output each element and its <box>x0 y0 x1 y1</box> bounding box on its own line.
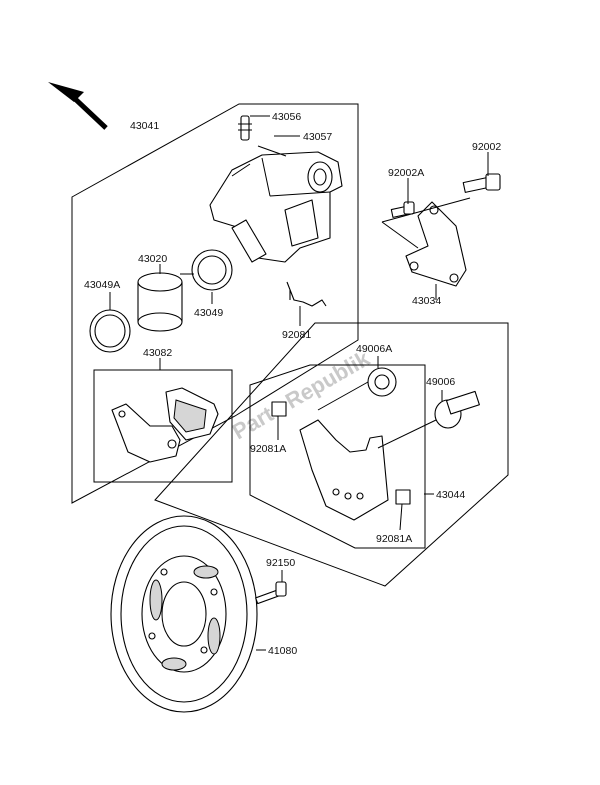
label-43041: 43041 <box>130 120 159 132</box>
label-43057: 43057 <box>303 131 332 143</box>
sleeve-49006 <box>377 390 480 449</box>
rubber-pad-right <box>395 489 411 505</box>
label-49006: 49006 <box>426 376 455 388</box>
bracket-assembly-outline <box>154 322 509 587</box>
disc-bolt <box>255 581 287 605</box>
label-92081A-left: 92081A <box>250 443 286 455</box>
label-43034: 43034 <box>412 295 441 307</box>
label-43082: 43082 <box>143 347 172 359</box>
label-92150: 92150 <box>266 557 295 569</box>
sleeve-49006A <box>317 367 397 411</box>
label-41080: 41080 <box>268 645 297 657</box>
label-43020: 43020 <box>138 253 167 265</box>
label-92002: 92002 <box>472 141 501 153</box>
dust-seal <box>89 309 131 353</box>
label-92081: 92081 <box>282 329 311 341</box>
leader-lines <box>109 115 489 651</box>
piston-seal <box>191 249 233 291</box>
bleed-cap <box>257 145 287 157</box>
bleed-valve <box>238 115 252 141</box>
caliper-bracket <box>405 201 467 287</box>
leader-bracket-bolt-2 <box>381 197 471 223</box>
brake-pads <box>111 387 219 463</box>
pad-set-outline <box>93 369 233 483</box>
label-92002A: 92002A <box>388 167 424 179</box>
pad-spring <box>286 281 327 307</box>
label-43049A: 43049A <box>84 279 120 291</box>
label-49006A: 49006A <box>356 343 392 355</box>
label-43056: 43056 <box>272 111 301 123</box>
leader-bracket-bolt <box>381 221 419 249</box>
bolt-92002 <box>462 173 501 193</box>
support-bracket-outline <box>249 364 426 549</box>
label-43044: 43044 <box>436 489 465 501</box>
support-bracket <box>299 419 389 521</box>
front-direction-arrow-icon <box>48 82 108 130</box>
caliper-body <box>209 151 343 263</box>
rubber-pad-left <box>271 401 287 417</box>
label-43049: 43049 <box>194 307 223 319</box>
caliper-assembly-outline <box>71 103 359 504</box>
label-92081A-right: 92081A <box>376 533 412 545</box>
brake-disc <box>110 515 258 713</box>
piston <box>137 272 183 332</box>
bolt-92002A <box>390 201 415 218</box>
